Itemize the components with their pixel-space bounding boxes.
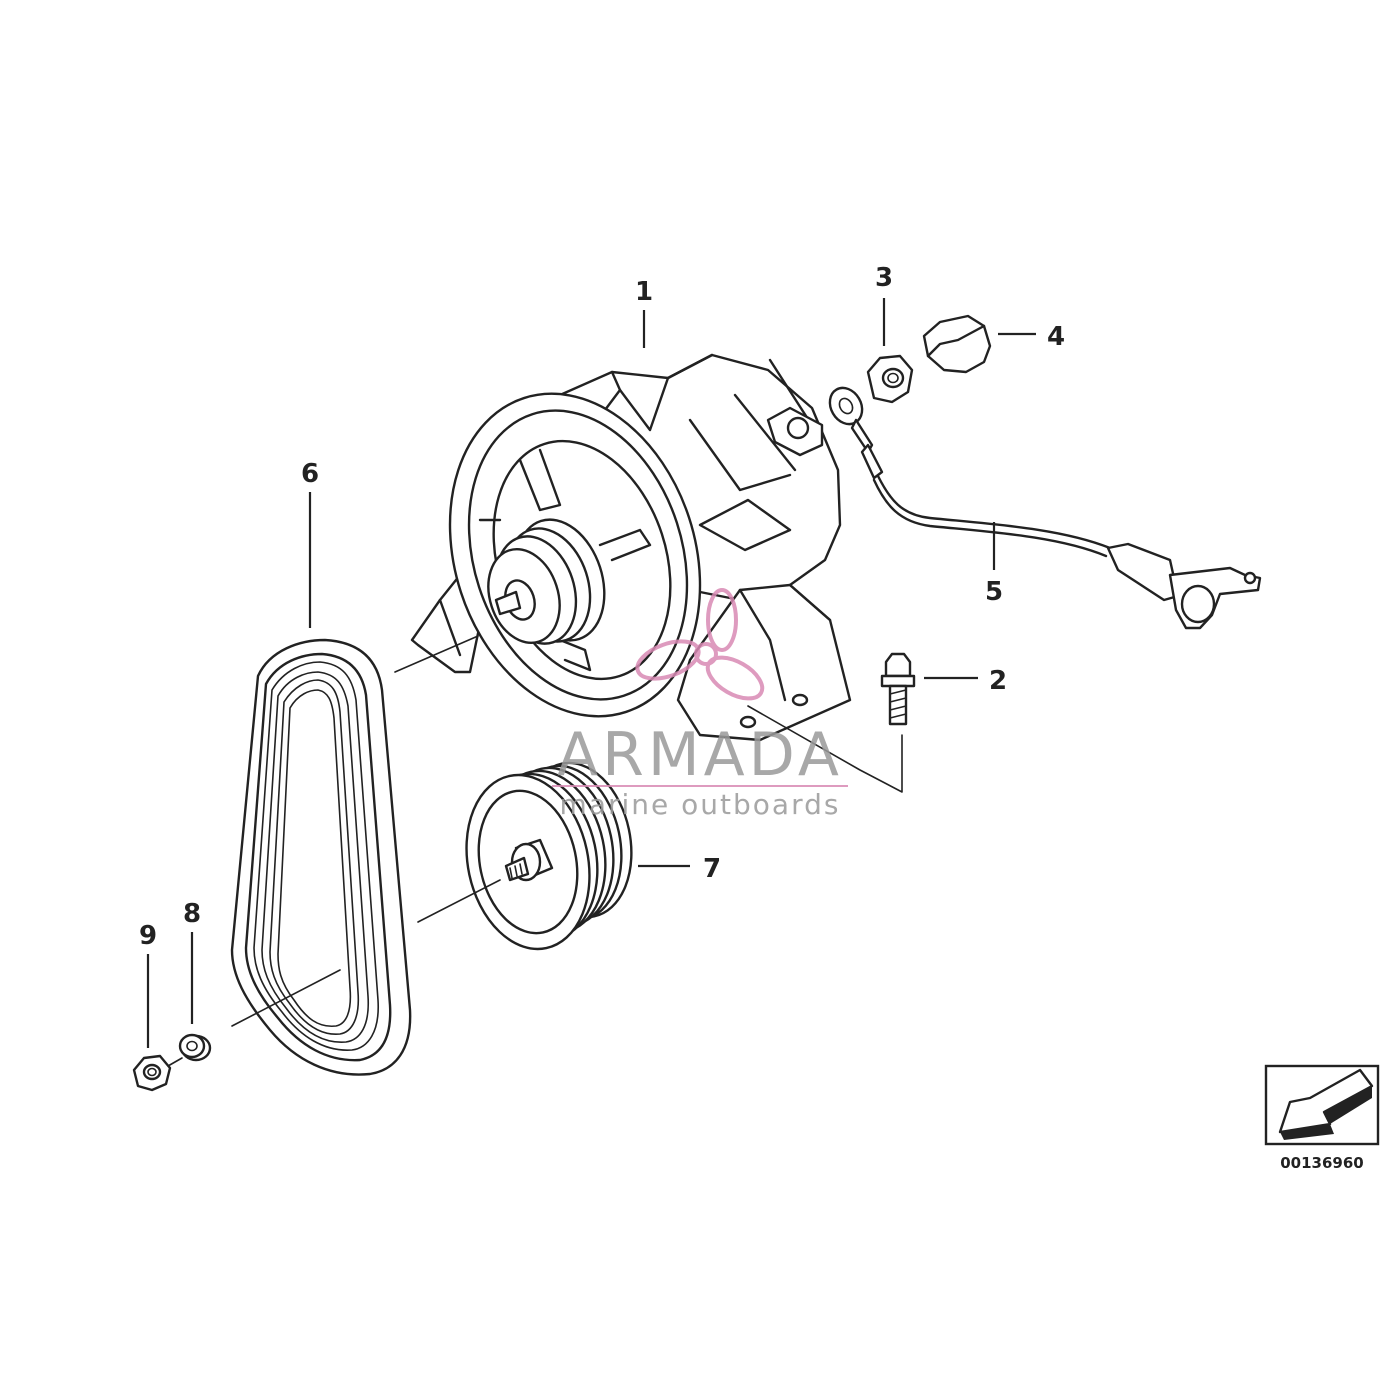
callout-2[interactable]: 2 — [989, 666, 1007, 696]
armada-watermark: ARMADA marine outboards — [552, 588, 848, 821]
callout-7[interactable]: 7 — [703, 854, 721, 884]
bolt-assembly-line — [747, 705, 903, 793]
belt-assembly-line — [394, 635, 479, 673]
callout-1[interactable]: 1 — [635, 277, 653, 307]
alternator-part[interactable] — [410, 353, 852, 749]
nut-assembly-line — [167, 1057, 183, 1067]
callout-4[interactable]: 4 — [1047, 322, 1065, 352]
cap-part[interactable] — [922, 314, 992, 374]
nut-part[interactable] — [866, 354, 914, 404]
hex-nut-part[interactable] — [132, 1054, 172, 1092]
front-direction-arrow-icon — [1264, 1064, 1380, 1146]
idler-pulley-part[interactable] — [451, 753, 645, 961]
watermark-brand: ARMADA — [557, 720, 843, 790]
callout-9[interactable]: 9 — [139, 921, 157, 951]
callout-5[interactable]: 5 — [985, 577, 1003, 607]
washer-assembly-line — [231, 969, 341, 1027]
propeller-logo-icon — [635, 588, 765, 701]
callout-6[interactable]: 6 — [301, 459, 319, 489]
pulley-assembly-line — [417, 879, 501, 923]
washer-part[interactable] — [178, 1033, 212, 1062]
callout-3[interactable]: 3 — [875, 263, 893, 293]
cable-part[interactable] — [824, 382, 1262, 630]
callout-8[interactable]: 8 — [183, 899, 201, 929]
bolt-part[interactable] — [880, 652, 916, 726]
belt-part[interactable] — [230, 638, 412, 1076]
watermark-tagline: marine outboards — [560, 788, 841, 821]
diagram-id: 00136960 — [1280, 1154, 1364, 1172]
